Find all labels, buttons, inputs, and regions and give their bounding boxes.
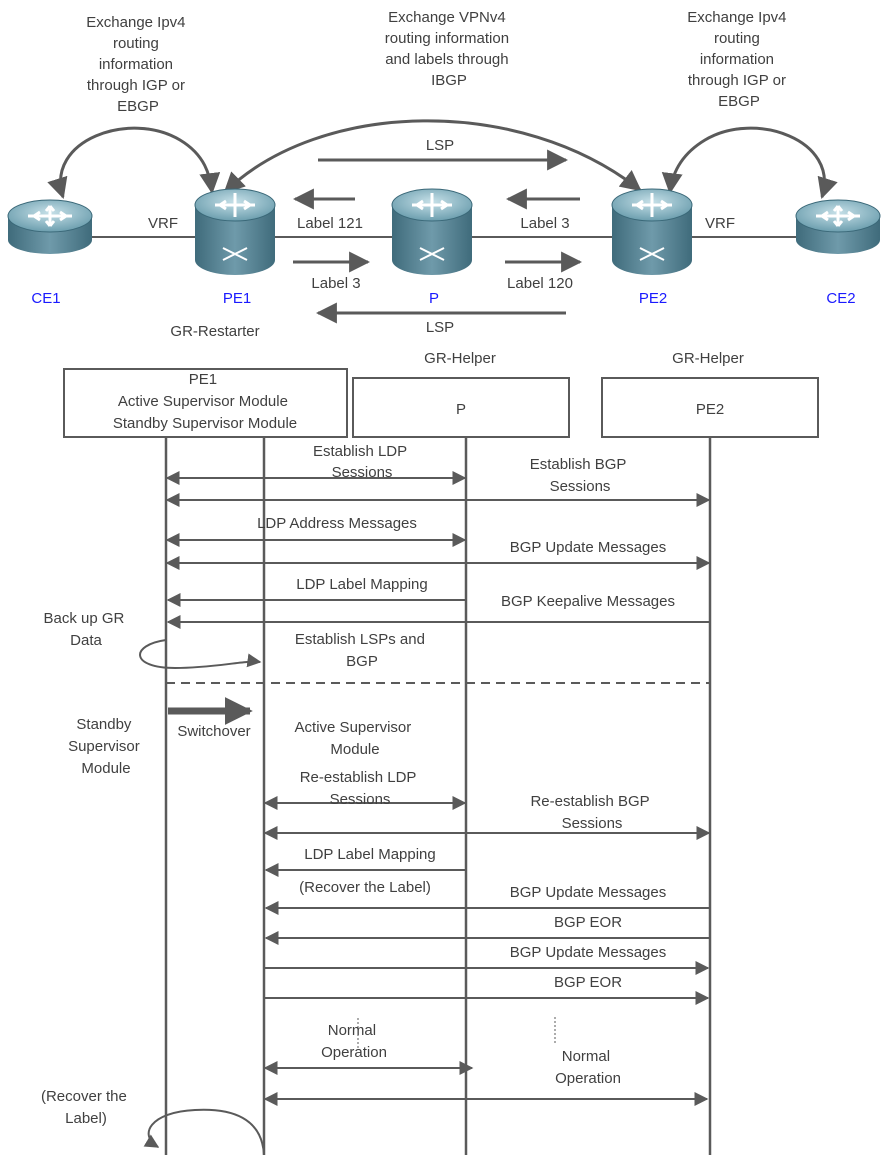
vrf-right-label: VRF [705,215,735,232]
participant-pe1-box [63,368,348,438]
label-3-left-text: Label 3 [311,275,360,292]
note-normal-operation-left: Normal Operation [321,1022,387,1061]
sequence-diagram: GR-Helper GR-Helper PE1 Active Superviso… [41,350,819,1156]
msg-ldp-label-mapping-2: LDP Label Mapping [304,846,435,863]
device-label-p: P [429,290,439,307]
label-120-text: Label 120 [507,275,573,292]
msg-switchover: Switchover [177,723,250,740]
note-backup-gr-data: Back up GR Data [43,610,128,649]
lsp-bottom-label: LSP [426,319,454,336]
note-recover-label: (Recover the Label) [299,879,431,896]
msg-ldp-address: LDP Address Messages [257,515,417,532]
participant-pe1-label: PE1 Active Supervisor Module Standby Sup… [113,371,297,432]
participant-pe2-label: PE2 [696,401,724,418]
device-label-ce2: CE2 [826,290,855,307]
backup-gr-data-loop-arrow [139,639,262,670]
msg-ldp-label-mapping-1: LDP Label Mapping [296,576,427,593]
participant-p-box [352,377,570,438]
msg-bgp-eor-2: BGP EOR [554,974,622,991]
role-gr-restarter: GR-Restarter [170,323,259,340]
note-normal-operation-right: Normal Operation [555,1048,621,1087]
vrf-left-label: VRF [148,215,178,232]
device-label-pe2: PE2 [639,290,667,307]
recover-label-loop-arrow [143,1108,265,1156]
msg-bgp-update-1: BGP Update Messages [510,539,666,556]
msg-bgp-eor-1: BGP EOR [554,914,622,931]
router-pe1-icon [194,188,276,275]
participant-p-label: P [456,401,466,418]
label-3-right-text: Label 3 [520,215,569,232]
router-ce1-icon [7,199,93,254]
msg-bgp-update-3: BGP Update Messages [510,944,666,961]
msg-bgp-update-2: BGP Update Messages [510,884,666,901]
router-p-icon [391,188,473,275]
note-active-supervisor: Active Supervisor Module [295,719,416,758]
note-recover-the-label: (Recover the Label) [41,1088,131,1127]
lsp-top-label: LSP [426,137,454,154]
device-label-pe1: PE1 [223,290,251,307]
device-label-ce1: CE1 [31,290,60,307]
note-standby-supervisor: Standby Supervisor Module [68,716,144,777]
router-ce2-icon [795,199,881,254]
ipv4-exchange-right-arrow [661,126,838,200]
msg-reestablish-bgp: Re-establish BGP Sessions [530,793,653,832]
ipv4-exchange-left-arrow [47,126,221,200]
note-vpnv4-center: Exchange VPNv4 routing information and l… [385,9,513,89]
msg-reestablish-ldp: Re-establish LDP Sessions [300,769,421,808]
role-gr-helper-p: GR-Helper [424,350,496,367]
topology-text: Exchange Ipv4 routing information throug… [31,9,855,340]
role-gr-helper-pe2: GR-Helper [672,350,744,367]
msg-establish-bgp: Establish BGP Sessions [530,456,631,495]
label-121-text: Label 121 [297,215,363,232]
vpnv4-exchange-arrow [223,119,642,194]
note-establish-lsps: Establish LSPs and BGP [295,631,429,670]
router-pe2-icon [611,188,693,275]
msg-establish-ldp: Establish LDP Sessions [313,443,411,481]
participant-pe2-box [601,377,819,438]
note-ipv4-right: Exchange Ipv4 routing information throug… [687,9,790,110]
note-ipv4-left: Exchange Ipv4 routing information throug… [86,14,189,115]
msg-bgp-keepalive: BGP Keepalive Messages [501,593,675,610]
